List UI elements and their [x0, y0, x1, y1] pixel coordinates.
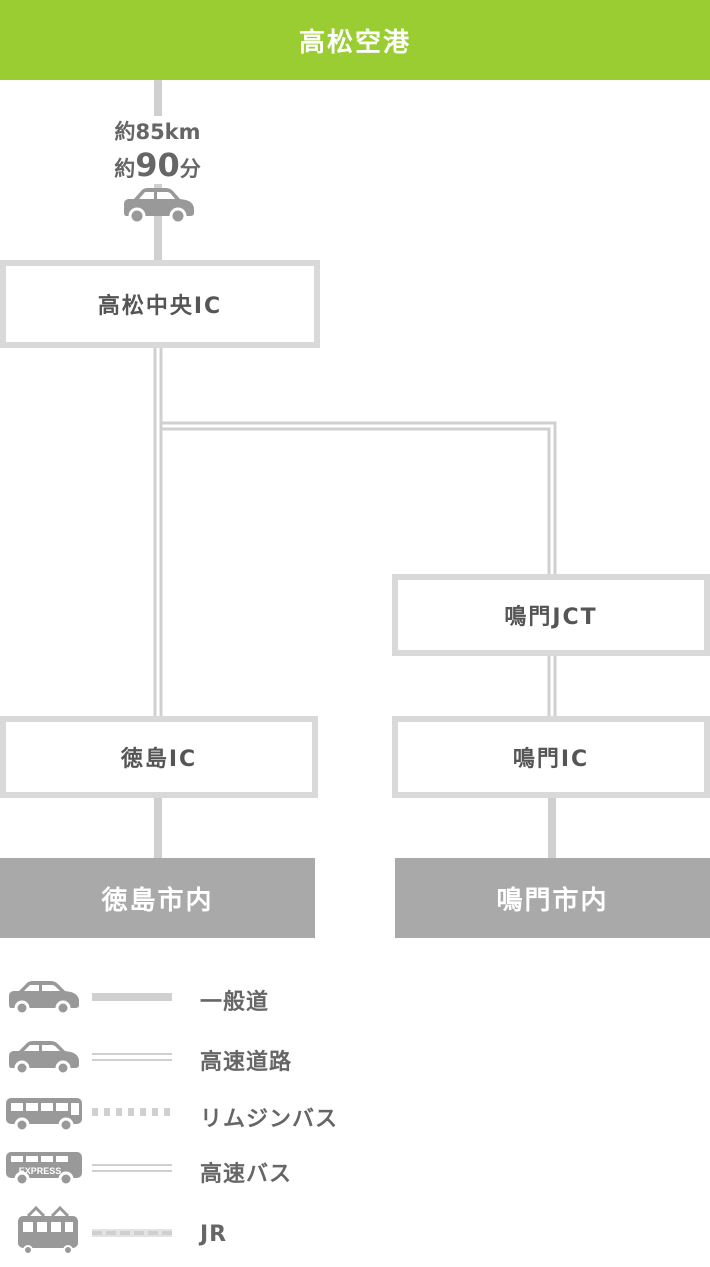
destination-naruto: 鳴門市内 — [395, 858, 710, 938]
legend-label-expressway: 高速道路 — [200, 1050, 293, 1075]
car-icon — [9, 981, 79, 1016]
legend-label-general-road: 一般道 — [200, 990, 270, 1015]
legend-line-double — [92, 1164, 172, 1172]
route-time-value: 90 — [135, 146, 180, 184]
route-distance: 約85km — [114, 120, 201, 144]
legend-label-express-bus: 高速バス — [200, 1162, 293, 1187]
car-icon — [124, 188, 194, 225]
route-time: 約90分 — [100, 146, 215, 184]
destination-label: 鳴門市内 — [496, 885, 609, 916]
node-naruto-ic: 鳴門IC — [392, 716, 710, 798]
node-label: 鳴門IC — [512, 747, 590, 772]
train-icon — [18, 1206, 78, 1255]
destination-label: 徳島市内 — [101, 885, 214, 916]
car-icon — [9, 1041, 79, 1076]
route-info: 約85km 約90分 — [100, 116, 215, 184]
legend-label-limousine-bus: リムジンバス — [200, 1107, 339, 1132]
node-label: 高松中央IC — [97, 294, 223, 319]
road-line-general — [154, 798, 162, 858]
legend-line-double — [92, 1053, 172, 1061]
legend-line-solid — [92, 993, 172, 1001]
road-line-general — [548, 798, 556, 858]
node-label: 鳴門JCT — [504, 605, 598, 630]
header-bar: 高松空港 — [0, 0, 710, 80]
header-title: 高松空港 — [298, 27, 411, 58]
express-badge: EXPRESS — [19, 1166, 62, 1176]
node-label: 徳島IC — [120, 747, 198, 772]
bus-icon — [6, 1098, 82, 1133]
node-naruto-jct: 鳴門JCT — [392, 574, 710, 656]
route-time-unit: 分 — [179, 157, 201, 181]
legend-line-dashed — [92, 1229, 172, 1237]
node-tokushima-ic: 徳島IC — [0, 716, 318, 798]
legend-label-jr: JR — [200, 1222, 228, 1247]
destination-tokushima: 徳島市内 — [0, 858, 315, 938]
route-time-prefix: 約 — [114, 157, 136, 181]
legend-line-dotted — [92, 1108, 172, 1116]
node-takamatsu-chuo-ic: 高松中央IC — [0, 260, 320, 348]
express-bus-icon: EXPRESS — [6, 1152, 82, 1187]
legend: 一般道 高速道路 リムジンバス EXPRESS — [0, 970, 400, 1260]
